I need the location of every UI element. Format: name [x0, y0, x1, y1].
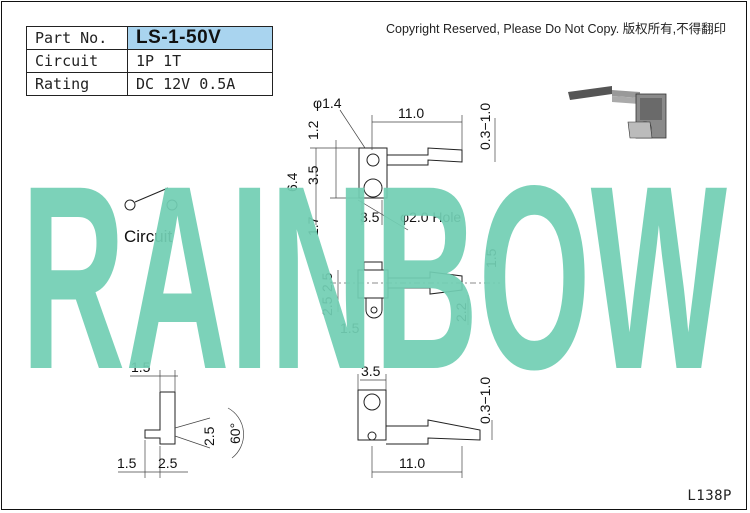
- copyright-notice: Copyright Reserved, Please Do Not Copy. …: [386, 22, 727, 36]
- top-view: φ1.4 11.0 0.3−1.0 1.2 6.4 3.5 1.7 3.5 φ2…: [284, 95, 496, 236]
- part-no-value: LS-1-50V: [127, 26, 273, 50]
- dim-03-top: 0.3−1.0: [477, 103, 493, 150]
- dim-03-bottom: 0.3−1.0: [477, 377, 493, 424]
- dim-15-left-top: 1.5: [131, 359, 151, 375]
- dim-15-mid: 1.5: [340, 320, 360, 336]
- dim-17: 1.7: [305, 216, 321, 236]
- spec-table: Part No. LS-1-50V Circuit 1P 1T Rating D…: [26, 26, 273, 96]
- product-illustration: [568, 86, 667, 139]
- rating-value: DC 12V 0.5A: [127, 72, 273, 96]
- dim-60: 60°: [227, 423, 243, 444]
- dim-25-left-bottom: 2.5: [158, 455, 178, 471]
- dim-12: 1.2: [305, 120, 321, 140]
- dim-35-h: 3.5: [360, 209, 380, 225]
- dim-252: 2.5: [319, 296, 335, 316]
- circuit-symbol: Circuit: [124, 187, 178, 246]
- dim-11-top: 11.0: [398, 105, 424, 121]
- rating-label: Rating: [26, 72, 128, 96]
- rating-row: Rating DC 12V 0.5A: [26, 72, 273, 96]
- dim-hole-label: φ2.0 Hole: [400, 209, 461, 225]
- dim-15-left-bottom: 1.5: [117, 455, 137, 471]
- circuit-label: Circuit: [26, 49, 128, 73]
- dim-hole-small: φ1.4: [313, 95, 342, 111]
- dim-35-v: 3.5: [305, 165, 321, 185]
- rainbow-watermark: RAINBOW: [21, 156, 728, 386]
- dim-64: 6.4: [284, 172, 300, 192]
- dim-25-left-v: 2.5: [201, 426, 217, 446]
- dim-25b: 2.5: [319, 272, 335, 292]
- part-no-row: Part No. LS-1-50V: [26, 26, 273, 50]
- watermark-text: RAINBOW: [21, 156, 728, 386]
- drawing-code: L138P: [687, 488, 732, 504]
- dim-22: 2.2: [453, 302, 469, 322]
- dim-11-bottom: 11.0: [399, 455, 425, 471]
- dim-35-bottom: 3.5: [361, 363, 381, 379]
- side-view: 2.5 2.5 1.5 2.2 1.5: [319, 248, 500, 336]
- circuit-symbol-label: Circuit: [124, 227, 172, 246]
- left-view: 1.5 1.5 2.5 2.5 60°: [117, 359, 244, 478]
- dim-15-right: 1.5: [483, 248, 499, 268]
- bottom-view: 3.5 0.3−1.0 11.0: [357, 363, 493, 478]
